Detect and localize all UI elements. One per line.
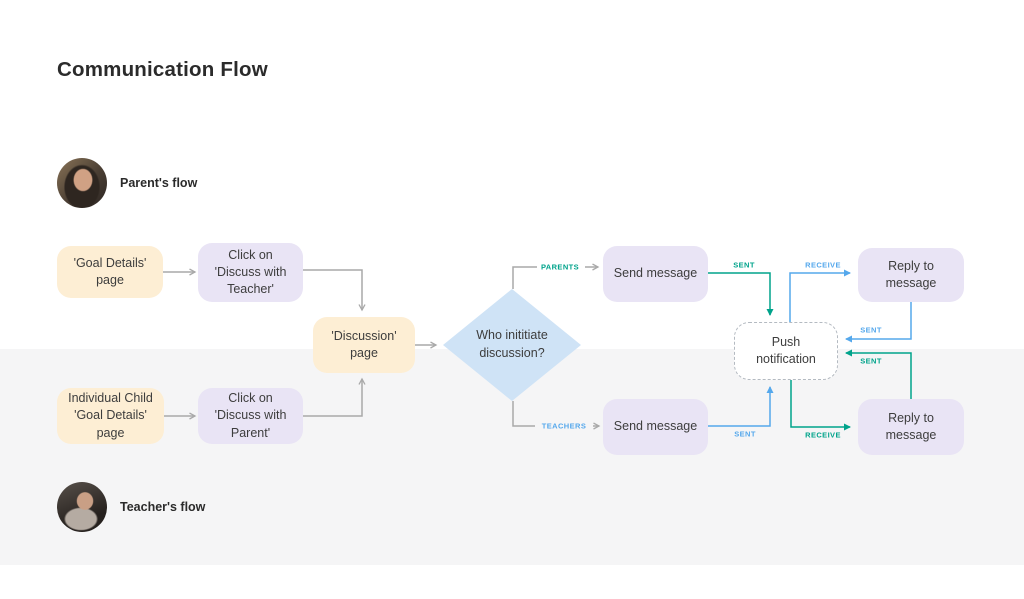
node-send-message-teacher: Send message [603,399,708,455]
node-discussion-page: 'Discussion' page [313,317,415,373]
edge-reply-top-sent-to-push [845,302,912,343]
parent-flow-label: Parent's flow [120,176,198,190]
node-push-notification: Push notification [734,322,838,380]
edge-label-parents: PARENTS [540,262,580,272]
decision-label: Who inititiate discussion? [476,328,548,360]
edge-discuss-parent-to-discussion [303,379,362,417]
teacher-flow-label: Teacher's flow [120,500,206,514]
page-title: Communication Flow [57,58,268,81]
teacher-avatar [57,482,107,532]
edge-discuss-teacher-to-discussion [303,269,362,310]
node-reply-to-message-top: Reply to message [858,248,964,302]
edge-label-sent-reply-top: SENT [860,325,882,335]
edge-parent-sent-to-push [708,272,774,316]
node-individual-child-goal-details-page: Individual Child 'Goal Details' page [57,388,164,444]
edge-decision-to-parents-label [512,266,537,289]
edge-teacher-sent-to-push [708,386,774,427]
edge-label-teachers: TEACHERS [541,421,587,431]
edge-label-sent-reply-bottom: SENT [860,356,882,366]
edge-label-sent-teacher-bottom: SENT [734,429,756,439]
node-click-discuss-with-teacher: Click on 'Discuss with Teacher' [198,243,303,302]
edge-push-receive-to-reply-bottom [790,380,851,431]
edge-label-sent-parent-top: SENT [733,260,755,270]
edge-label-receive-top: RECEIVE [805,260,841,270]
node-send-message-parent: Send message [603,246,708,302]
edge-push-receive-to-reply-top [789,269,851,322]
node-reply-to-message-bottom: Reply to message [858,399,964,455]
edge-label-receive-bottom: RECEIVE [805,430,841,440]
node-goal-details-page: 'Goal Details' page [57,246,163,298]
edge-decision-to-teachers-label [512,401,535,427]
decision-diamond [443,289,581,401]
parent-avatar [57,158,107,208]
edge-reply-bottom-sent-to-push [845,349,912,399]
node-click-discuss-with-parent: Click on 'Discuss with Parent' [198,388,303,444]
